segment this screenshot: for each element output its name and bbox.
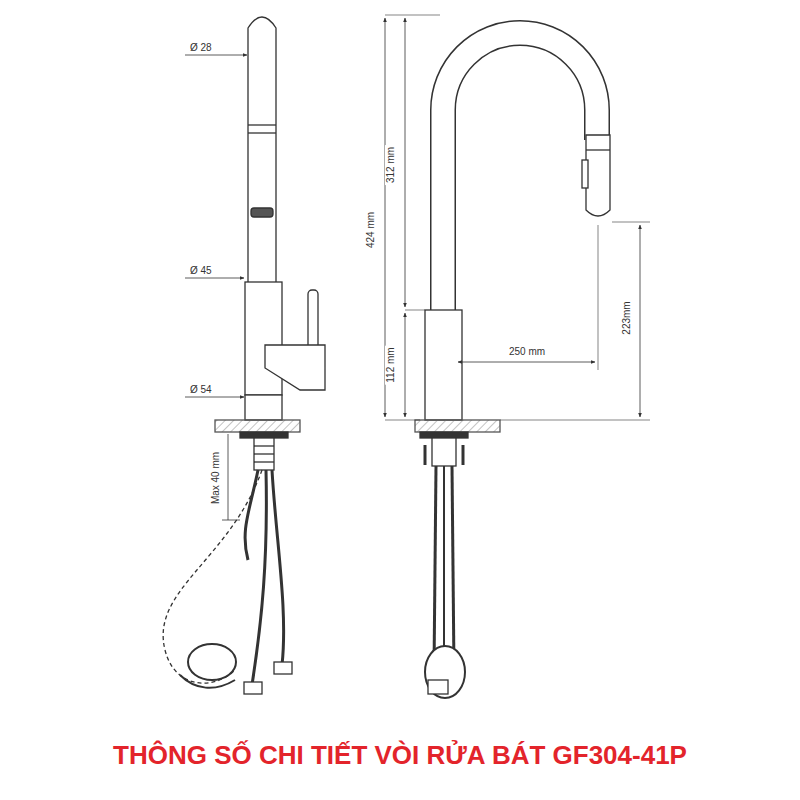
dimension-label: 250 mm — [507, 346, 547, 358]
dimension-label: 223mm — [621, 299, 633, 336]
dimension-label: Max 40 mm — [210, 450, 222, 506]
dimension-label: Ø 54 — [188, 384, 214, 396]
dimension-label: 312 mm — [385, 145, 397, 185]
front-view — [385, 15, 650, 698]
title: THÔNG SỐ CHI TIẾT VÒI RỬA BÁT GF304-41P — [113, 740, 687, 770]
dimension-label: Ø 28 — [188, 42, 214, 54]
dimension-label: Ø 45 — [188, 265, 214, 277]
side-view — [163, 17, 325, 694]
dimension-label: 112 mm — [385, 345, 397, 384]
dimension-label: 424 mm — [365, 210, 377, 250]
